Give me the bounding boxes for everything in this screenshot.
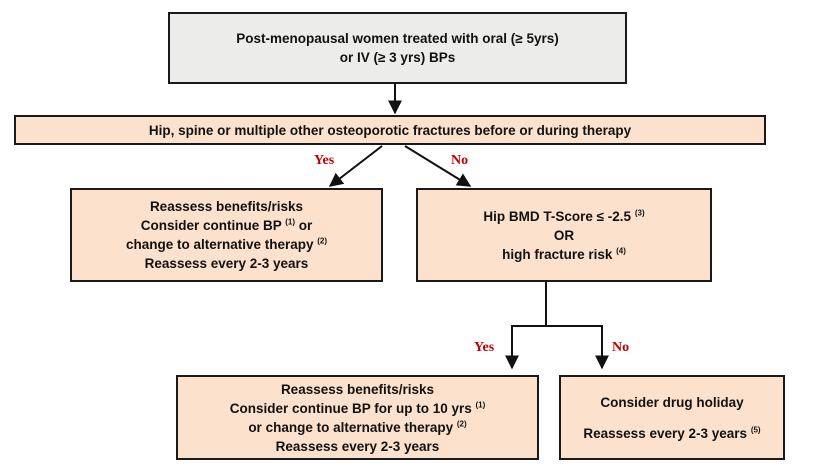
edge-label-yes-2: Yes [474, 340, 495, 355]
bmd-sup-1: (3) [634, 208, 645, 217]
fractures-line-1: Hip, spine or multiple other osteoporoti… [148, 122, 632, 138]
holiday-line-1: Consider drug holiday [600, 394, 744, 410]
reassess-left-line-3-text: change to alternative therapy [125, 237, 314, 252]
reassess-bottom-line-3: or change to alternative therapy (2) [248, 418, 466, 437]
bmd-line-3: high fracture risk (4) [502, 245, 626, 264]
reassess-bottom-line-1: Reassess benefits/risks [280, 381, 435, 397]
reassess-left-node: Reassess benefits/risks Consider continu… [70, 188, 383, 282]
reassess-bottom-line-2: Consider continue BP for up to 10 yrs (1… [230, 399, 486, 418]
reassess-left-line-1: Reassess benefits/risks [149, 199, 304, 214]
holiday-line-2: Reassess every 2-3 years (5) [583, 424, 760, 443]
reassess-left-line-4: Reassess every 2-3 years [144, 256, 309, 271]
edge-label-yes-1: Yes [314, 153, 335, 168]
arrow-no-to-bmd [404, 145, 472, 187]
reassess-left-line-2-text: Consider continue BP [140, 218, 282, 233]
reassess-bottom-sup-1: (1) [475, 400, 486, 409]
holiday-line-2-text: Reassess every 2-3 years [583, 425, 748, 441]
reassess-bottom-line-3-text: or change to alternative therapy [248, 419, 454, 435]
reassess-left-sup-1: (1) [285, 217, 296, 227]
bmd-line-1-text: Hip BMD T-Score ≤ -2.5 [483, 208, 632, 224]
reassess-bottom-line-2-text: Consider continue BP for up to 10 yrs [229, 400, 472, 416]
reassess-left-line-2: Consider continue BP (1) or [141, 216, 313, 235]
reassess-left-line-2-or: or [298, 218, 313, 233]
edge-label-no-1: No [451, 153, 469, 168]
connector-bmd-split [505, 282, 547, 370]
bmd-node: Hip BMD T-Score ≤ -2.5 (3) OR high fract… [416, 188, 712, 282]
start-line-2: or IV (≥ 3 yrs) BPs [339, 50, 456, 65]
start-node: Post-menopausal women treated with oral … [168, 12, 627, 84]
bmd-sup-2: (4) [616, 246, 626, 255]
edge-label-no-2: No [612, 340, 630, 355]
connector-bmd-split-right [546, 325, 609, 370]
bmd-line-1: Hip BMD T-Score ≤ -2.5 (3) [483, 207, 644, 226]
arrow-yes-to-reassess-left [328, 145, 383, 187]
reassess-bottom-sup-2: (2) [456, 419, 467, 428]
start-line-1: Post-menopausal women treated with oral … [236, 31, 559, 46]
reassess-bottom-line-4: Reassess every 2-3 years [275, 438, 440, 454]
bmd-line-3-text: high fracture risk [502, 246, 613, 262]
reassess-bottom-node: Reassess benefits/risks Consider continu… [176, 375, 539, 460]
bmd-line-2: OR [553, 227, 575, 243]
holiday-sup-1: (5) [750, 425, 761, 434]
reassess-left-sup-2: (2) [317, 236, 328, 246]
holiday-node: Consider drug holiday Reassess every 2-3… [559, 375, 785, 460]
reassess-left-line-3: change to alternative therapy (2) [126, 235, 327, 254]
fractures-node: Hip, spine or multiple other osteoporoti… [14, 115, 766, 145]
